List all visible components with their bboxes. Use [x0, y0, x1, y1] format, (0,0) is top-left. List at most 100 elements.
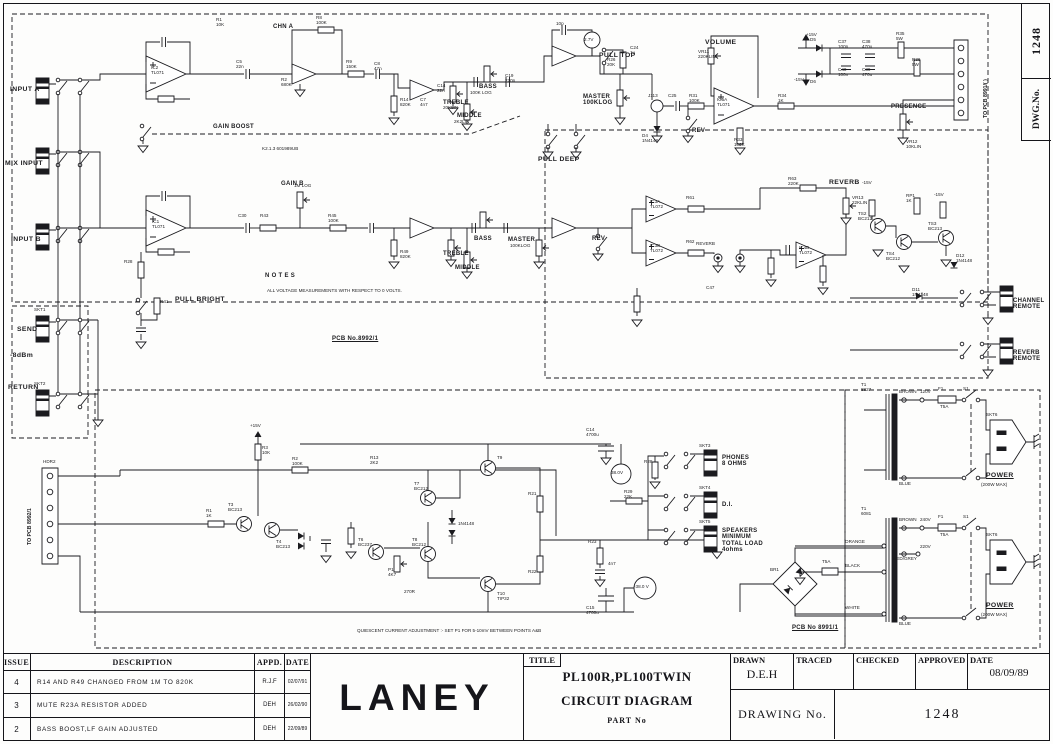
issue-row-description: MUTE R23A RESISTOR ADDED	[31, 694, 255, 718]
issue-row-number: 2	[3, 717, 31, 741]
component-label: BLUE	[899, 481, 912, 486]
send-label: SEND	[17, 326, 38, 333]
component-label: R13 2K2	[370, 455, 379, 465]
component-label: BLUE	[899, 621, 912, 626]
issue-row-appd: R.J.F	[255, 671, 285, 695]
fuse-icon	[938, 524, 956, 531]
component-label: T7 BC212	[414, 481, 429, 491]
component-label: C19 220n	[505, 73, 516, 83]
transformer-icon	[892, 394, 897, 480]
schematic-label: MIDDLE	[457, 113, 482, 119]
component-label: TS4 BC212	[886, 251, 901, 261]
master-b-label: MASTER	[508, 237, 536, 243]
level-label: -8dBm	[10, 352, 34, 359]
component-label: SKT1	[34, 307, 46, 312]
issue-row-number: 3	[3, 694, 31, 718]
component-label: SKT2	[34, 381, 46, 386]
component-label: R1 10K	[216, 17, 225, 27]
hdr2-connector-icon	[42, 468, 58, 564]
component-label: R22	[528, 569, 537, 574]
title-box: TITLE PL100R,PL100TWIN CIRCUIT DIAGRAM P…	[523, 654, 731, 741]
to-pcb-8991-label: TO PCB 8991/( )	[983, 79, 989, 118]
component-label: ORANGE	[845, 539, 865, 544]
gain-boost-label: GAIN BOOST	[213, 124, 255, 130]
traced-label: TRACED	[796, 655, 832, 665]
component-label: WHITE	[845, 605, 860, 610]
component-label: C24 1u	[630, 45, 639, 55]
component-label: IC1 TL071	[152, 219, 166, 229]
pcb-connector-icon	[954, 40, 968, 120]
component-label: VR13 22KLIN	[852, 195, 868, 205]
master-a-label: MASTER 100KLOG	[583, 94, 613, 107]
component-label: IC2 TL071	[151, 65, 165, 75]
date-label: DATE	[970, 655, 993, 665]
component-label: D6	[810, 79, 816, 84]
laney-logo: LANEY	[339, 676, 495, 718]
component-label: C25	[668, 93, 677, 98]
input-a-label: INPUT A	[10, 86, 40, 93]
component-label: D12 1N4148	[956, 253, 973, 263]
component-label: R28	[644, 459, 653, 464]
channel-a-label: CHN A	[273, 24, 294, 30]
schematic-label: BASS	[474, 236, 492, 242]
drawing-no-label: DRAWING No.	[731, 690, 835, 739]
component-label: +15V	[250, 423, 261, 428]
date-header: DATE	[285, 654, 311, 671]
component-label: 100KLOG	[510, 243, 531, 248]
component-label: R26 20K	[607, 57, 616, 67]
checked-label: CHECKED	[856, 655, 899, 665]
pull-top-label: PULL TOP	[599, 52, 636, 59]
component-label: +15V	[806, 32, 817, 37]
drawn-label: DRAWN	[733, 655, 766, 665]
component-label: IC5A TL071	[717, 97, 731, 107]
pcb-8992-label: PCB No.8992/1	[332, 336, 379, 342]
component-label: R2 100K	[292, 456, 303, 466]
return-label: RETURN	[8, 384, 39, 391]
component-label: -15V	[862, 180, 872, 185]
component-label: VR12 10KLIN	[906, 139, 922, 149]
issue-row-number: 4	[3, 671, 31, 695]
component-label: R29 22K	[624, 489, 633, 499]
part-no-label: PART No	[607, 716, 647, 725]
component-label: R41	[160, 299, 169, 304]
notes-title: N O T E S	[265, 273, 296, 279]
fuse-icon	[822, 568, 838, 575]
testpoint-2v7: 2.7V	[584, 37, 594, 42]
component-label: R31 100K	[689, 93, 700, 103]
di-label: D.I.	[722, 502, 733, 508]
description-header: DESCRIPTION	[31, 654, 255, 671]
component-label: T10 TIP32	[497, 591, 510, 601]
component-label: 240V	[920, 517, 931, 522]
component-label: R35 5W	[896, 31, 905, 41]
speakers-label: SPEAKERS MINIMUM TOTAL LOAD 4ohms	[722, 528, 763, 554]
input-b-label: INPUT B	[11, 236, 41, 243]
component-label: D11 1N4148	[912, 287, 929, 297]
component-label: SKT4	[699, 485, 711, 490]
component-label: T5A	[940, 532, 949, 537]
presence-label: PRESENCE	[891, 104, 927, 110]
transformer-icon	[892, 518, 897, 622]
component-label: IC3B TL072	[650, 243, 664, 253]
schematic-label: POWER	[986, 602, 1014, 609]
drawing-no-value: 1248	[924, 706, 961, 722]
issue-table: ISSUE DESCRIPTION APPD. DATE 4 R14 AND R…	[3, 654, 311, 741]
component-label: C40 100n	[838, 67, 849, 77]
component-label: 120V	[920, 389, 931, 394]
signature-block: DRAWN D.E.H TRACED CHECKED APPROVED DATE	[731, 654, 1050, 741]
component-label: S1	[963, 514, 969, 519]
volume-label: VOLUME	[705, 39, 737, 46]
drawing-title-line2: CIRCUIT DIAGRAM	[561, 693, 693, 708]
component-label: T5A	[822, 559, 831, 564]
component-label: TS2 BC212	[858, 211, 873, 221]
component-label: C37 100n	[838, 39, 849, 49]
component-label: 1M LOG	[294, 183, 312, 188]
channel-remote-label: CHANNEL REMOTE	[1013, 298, 1045, 311]
reverb-label: REVERB	[829, 179, 860, 186]
component-label: R34 1K	[778, 93, 787, 103]
component-label: 270R	[404, 589, 415, 594]
schematic-label: REVERB	[696, 241, 715, 246]
component-label: 100K LOG	[470, 90, 492, 95]
component-label: -15V	[934, 192, 944, 197]
